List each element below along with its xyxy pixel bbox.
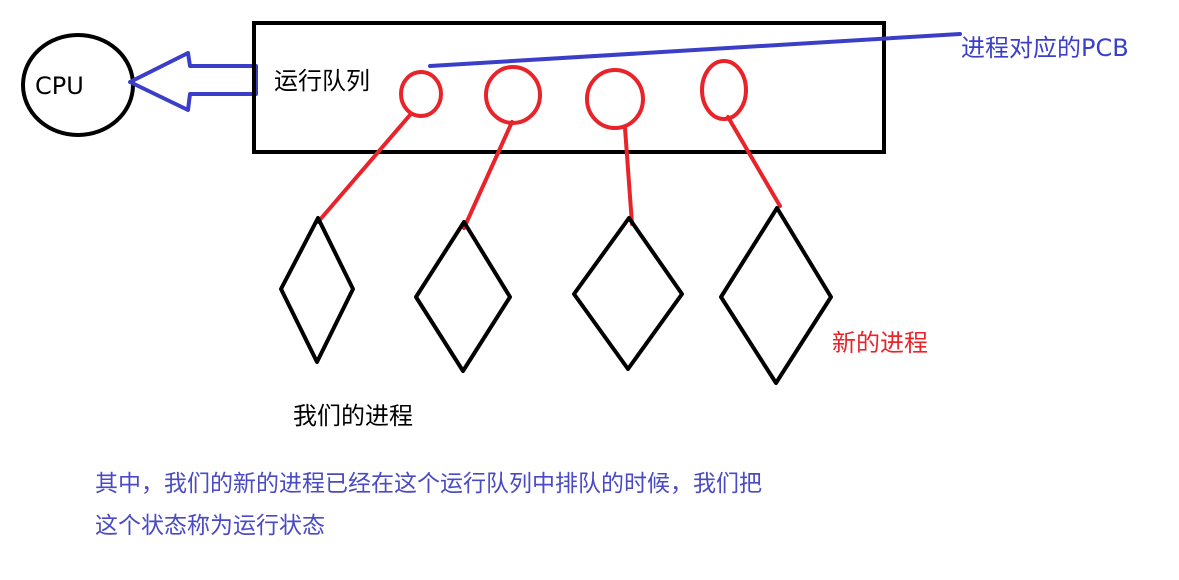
pcb-process-link [462, 120, 514, 230]
pcb-circle [585, 68, 645, 130]
run-queue-box [252, 21, 886, 154]
caption-line-1: 其中，我们的新的进程已经在这个运行队列中排队的时候，我们把 [95, 471, 762, 497]
pcb-circle [484, 65, 542, 125]
queue-to-cpu-arrow [128, 51, 258, 112]
process-diamond [572, 216, 684, 371]
process-diamond [414, 220, 512, 373]
our-process-label: 我们的进程 [293, 402, 413, 430]
pcb-pointer-line [428, 32, 962, 68]
pcb-process-link [623, 126, 634, 226]
pcb-process-link [316, 113, 412, 224]
caption: 其中，我们的新的进程已经在这个运行队列中排队的时候，我们把 这个状态称为运行状态 [95, 463, 762, 547]
pcb-circle [700, 59, 748, 121]
pcb-process-link [726, 115, 782, 208]
new-process-label: 新的进程 [832, 329, 928, 357]
process-diamond [719, 206, 833, 385]
cpu-label: CPU [35, 72, 84, 100]
caption-line-2: 这个状态称为运行状态 [95, 513, 325, 539]
pcb-label: 进程对应的PCB [961, 34, 1129, 62]
run-queue-label: 运行队列 [274, 67, 370, 95]
process-diamond [279, 216, 355, 364]
pcb-circle [399, 70, 443, 118]
